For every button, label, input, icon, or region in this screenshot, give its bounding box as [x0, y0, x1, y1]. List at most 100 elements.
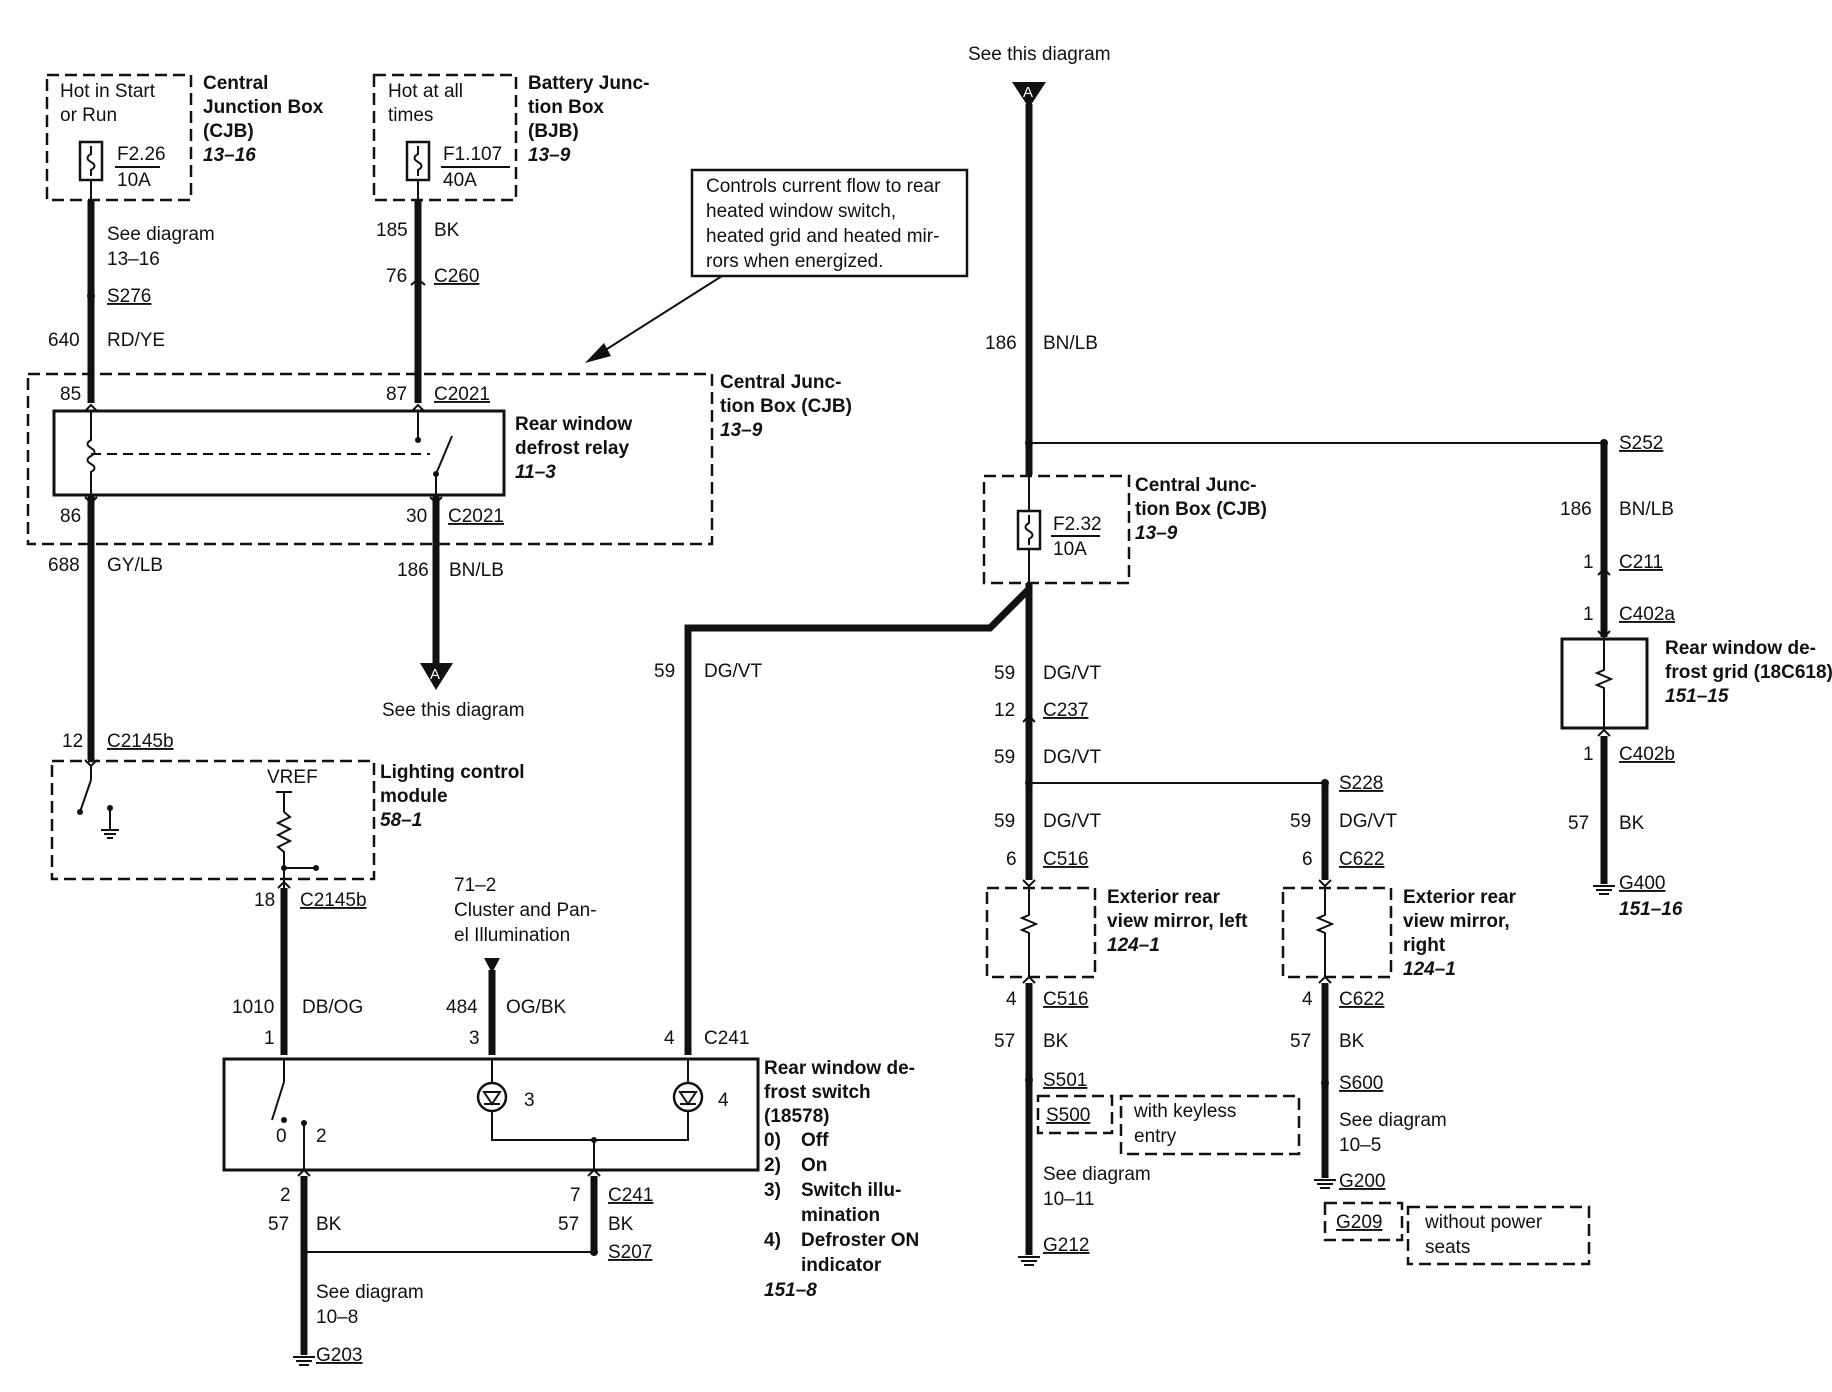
- connector-c237-icon: [1022, 714, 1036, 723]
- legend-4-num: 4): [764, 1230, 781, 1251]
- bjb-fuse-box: Hot at all times F1.107 40A Battery Junc…: [372, 73, 649, 202]
- wire-57-left-color: BK: [1043, 1031, 1069, 1052]
- mirror-right-outline: [1281, 886, 1393, 979]
- connector-c622-bottom: C622: [1339, 989, 1384, 1010]
- switch-pos-2: 2: [316, 1126, 327, 1147]
- no-power-seats-2: seats: [1425, 1237, 1470, 1258]
- connector-c2021-bottom: C2021: [448, 506, 504, 527]
- switch-ground-wires: 2 57 BK See diagram 10–8 G203 7 C241 57 …: [268, 1168, 653, 1366]
- resistor-icon: [275, 811, 293, 868]
- wire-1010-color: DB/OG: [302, 997, 363, 1018]
- cjb-f232-title-1: Central Junc-: [1135, 475, 1256, 496]
- illum-ref: 71–2: [454, 875, 496, 896]
- grid-title-1: Rear window de-: [1665, 638, 1816, 659]
- lighting-control-module: 12 C2145b VREF Lighting control module 5…: [50, 731, 525, 911]
- lcm-pin-18-arrow-icon: [277, 880, 291, 889]
- defrost-grid-branch: 186 BN/LB 1 C211 1 C402a Rear window de-…: [1560, 443, 1832, 920]
- wire-186-main-number: 186: [985, 333, 1017, 354]
- wire-688-color: GY/LB: [107, 555, 163, 576]
- lamp-4-label: 4: [718, 1090, 729, 1111]
- fuse-rating-f232: 10A: [1053, 539, 1087, 560]
- lamp-4-diode-icon: [678, 1091, 698, 1106]
- splice-s228: S228: [1339, 773, 1383, 794]
- ground-g200: G200: [1339, 1171, 1385, 1192]
- wire-59d-color: DG/VT: [1339, 811, 1397, 832]
- relay-pin-87-arrow-icon: [411, 403, 425, 412]
- wire-57-grid-color: BK: [1619, 813, 1645, 834]
- connector-c260: C260: [434, 266, 479, 287]
- ground-g203: G203: [316, 1345, 362, 1366]
- splice-s252-left-dot: [1025, 439, 1033, 447]
- legend-3b-text: mination: [801, 1205, 880, 1226]
- cjb-hot-text-2: or Run: [60, 105, 117, 126]
- wire-1010-number: 1010: [232, 997, 274, 1018]
- keyless-text-1: with keyless: [1133, 1101, 1236, 1122]
- lcm-title-1: Lighting control: [380, 762, 525, 783]
- see-diagram-105-line2: 10–5: [1339, 1135, 1381, 1156]
- see-this-diagram-left: See this diagram: [382, 700, 525, 721]
- no-power-seats-box: [1406, 1205, 1591, 1266]
- legend-0-text: Off: [801, 1130, 829, 1151]
- fuse-element-icon: [413, 146, 423, 176]
- relay-switch-icon: [435, 435, 453, 475]
- see-diagram-1316-line1: See diagram: [107, 224, 215, 245]
- s500-box: [1036, 1094, 1114, 1135]
- fuse-id-f1107: F1.107: [443, 144, 502, 165]
- connector-c2021-top: C2021: [434, 384, 490, 405]
- connector-c237: C237: [1043, 700, 1088, 721]
- connector-c260-icon: [410, 277, 426, 286]
- fuse-element-icon: [86, 146, 96, 176]
- lcm-vref: VREF: [267, 767, 318, 788]
- note-arrow-head-icon: [585, 343, 611, 363]
- see-diagram-108-line2: 10–8: [316, 1307, 358, 1328]
- switch-title-1: Rear window de-: [764, 1058, 915, 1079]
- connector-c2145b-top: C2145b: [107, 731, 174, 752]
- keyless-entry-box: [1119, 1094, 1301, 1156]
- wire-186-main-color: BN/LB: [1043, 333, 1098, 354]
- wire-57b-color: BK: [608, 1214, 634, 1235]
- relay-cjb-outline: [26, 372, 714, 546]
- grid-pin-1b: 1: [1583, 604, 1594, 625]
- fuse-id-f226: F2.26: [117, 144, 166, 165]
- lcm-switch-icon: [79, 779, 92, 813]
- c516-bottom-arrow-icon: [1022, 975, 1036, 984]
- relay-ref: 11–3: [515, 462, 556, 483]
- fuse-id-f232: F2.32: [1053, 514, 1102, 535]
- legend-2-text: On: [801, 1155, 827, 1176]
- legend-4b-text: indicator: [801, 1255, 882, 1276]
- wire-57-left-number: 57: [994, 1031, 1015, 1052]
- switch-pin-1: 1: [264, 1028, 275, 1049]
- cjb-title-1: Central: [203, 73, 268, 94]
- see-diagram-108-line1: See diagram: [316, 1282, 424, 1303]
- mirror-right: Exterior rear view mirror, right 124–1 4…: [1281, 886, 1591, 1266]
- relay-pin-86: 86: [60, 506, 81, 527]
- mirror-left-title-2: view mirror, left: [1107, 911, 1248, 932]
- ground-g400-ref: 151–16: [1619, 899, 1683, 920]
- relay-contact-87-dot: [415, 437, 421, 443]
- splice-mirror-left-dot: [1025, 779, 1033, 787]
- wire-59c-number: 59: [994, 811, 1015, 832]
- note-callout: Controls current flow to rear heated win…: [585, 168, 969, 363]
- connector-c516-bottom: C516: [1043, 989, 1088, 1010]
- splice-s600-dot: [1321, 1079, 1329, 1087]
- switch-ground-pin-7: 7: [570, 1185, 581, 1206]
- splice-s276-label: S276: [107, 286, 151, 307]
- relay-feed-wires: See diagram 13–16 S276 640 RD/YE 185 BK …: [48, 180, 479, 403]
- grid-title-2: frost grid (18C618): [1665, 662, 1832, 683]
- see-diagram-1011-line2: 10–11: [1043, 1189, 1094, 1210]
- legend-3-text: Switch illu-: [801, 1180, 901, 1201]
- lamp-common: [491, 1111, 689, 1141]
- relay-title-1: Rear window: [515, 414, 632, 435]
- lcm-pin-12: 12: [62, 731, 83, 752]
- lcm-switch-contact: [107, 805, 113, 811]
- mirror-right-pin-6: 6: [1302, 849, 1313, 870]
- relay-pin-85: 85: [60, 384, 81, 405]
- relay-coil-icon: [86, 411, 96, 495]
- lamp-4-icon: [672, 1081, 704, 1113]
- relay-junction-box: 85 87 C2021 86 30 C2021 Rear window defr…: [26, 372, 852, 546]
- wire-59b-number: 59: [994, 747, 1015, 768]
- see-diagram-1316-line2: 13–16: [107, 249, 160, 270]
- relay-pin-85-arrow-icon: [84, 403, 98, 412]
- ground-g212-icon: [1018, 1256, 1040, 1266]
- ground-g200-icon: [1314, 1179, 1336, 1189]
